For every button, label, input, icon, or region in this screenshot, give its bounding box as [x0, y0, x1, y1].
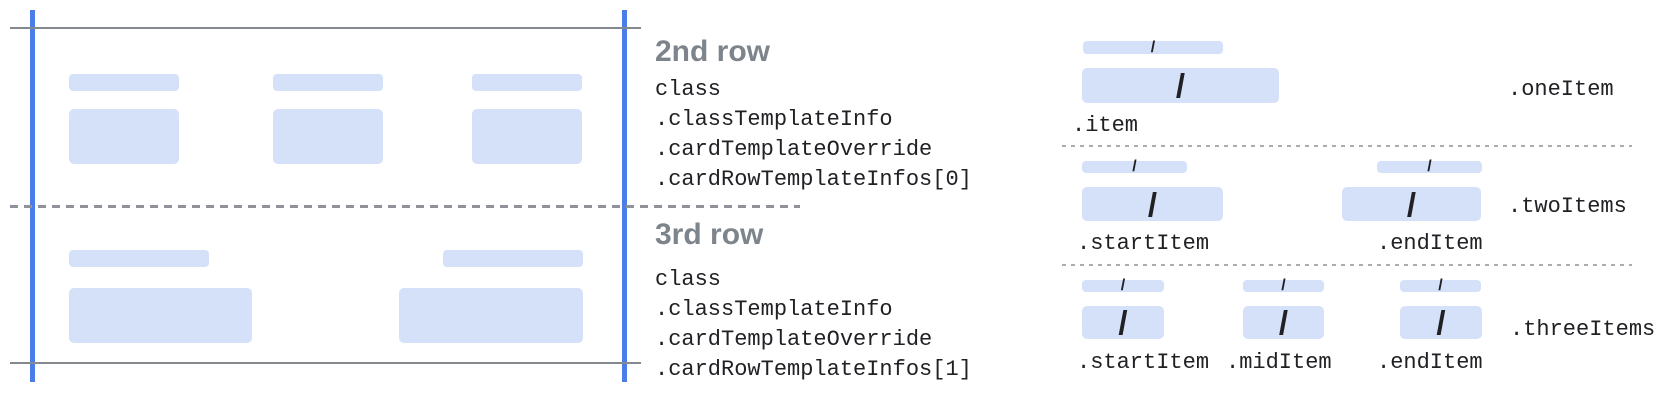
slash-placeholder: / [1150, 38, 1156, 56]
slash-placeholder: / [1436, 304, 1446, 341]
row-3-class-path: class .classTemplateInfo .cardTemplateOv… [655, 265, 972, 385]
start-item-field-label: .startItem [1077, 350, 1210, 375]
field-label-bar [443, 250, 583, 267]
code-line: .cardTemplateOverride [655, 327, 933, 352]
item-value-bar: / [1082, 306, 1164, 339]
code-line: .classTemplateInfo [655, 107, 893, 132]
item-label-bar: / [1377, 158, 1482, 175]
field-label-bar [69, 250, 209, 267]
field-label-bar [472, 74, 582, 91]
item-label-bar: / [1083, 38, 1223, 56]
item-label-bar: / [1400, 277, 1481, 294]
field-content-box [399, 288, 583, 343]
item-value-bar: / [1082, 187, 1223, 221]
end-item-field-label: .endItem [1377, 350, 1483, 375]
two-items-layout-label: .twoItems [1508, 194, 1627, 219]
slash-placeholder: / [1118, 304, 1128, 341]
code-line: .cardRowTemplateInfos[0] [655, 167, 972, 192]
slash-placeholder: / [1120, 277, 1126, 294]
item-label-bar: / [1082, 277, 1164, 294]
item-value-bar: / [1342, 187, 1481, 221]
field-content-box [273, 109, 383, 164]
row-2-heading: 2nd row [655, 35, 771, 68]
slash-placeholder: / [1147, 185, 1158, 223]
slash-placeholder: / [1175, 67, 1186, 104]
field-label-bar [273, 74, 383, 91]
three-items-layout-label: .threeItems [1510, 317, 1656, 342]
item-field-label: .item [1072, 113, 1139, 138]
code-line: .classTemplateInfo [655, 297, 893, 322]
code-line: class [655, 267, 722, 292]
item-value-bar: / [1400, 306, 1482, 339]
field-content-box [69, 109, 179, 164]
item-value-bar: / [1082, 68, 1279, 103]
right-guide-line [622, 10, 627, 382]
row-divider-dashed-line [10, 205, 800, 208]
slash-placeholder: / [1438, 277, 1443, 294]
code-line: .cardTemplateOverride [655, 137, 933, 162]
top-guide-line [10, 27, 641, 29]
row-2-class-path: class .classTemplateInfo .cardTemplateOv… [655, 75, 972, 195]
section-divider-dashed-line [1062, 264, 1632, 266]
section-divider-dashed-line [1062, 145, 1632, 147]
field-label-bar [69, 74, 179, 91]
item-label-bar: / [1243, 277, 1324, 294]
field-content-box [472, 109, 582, 164]
row-3-heading: 3rd row [655, 218, 764, 251]
slash-placeholder: / [1281, 277, 1286, 294]
slash-placeholder: / [1406, 185, 1417, 223]
item-value-bar: / [1243, 306, 1324, 339]
left-guide-line [30, 10, 35, 382]
slash-placeholder: / [1132, 158, 1137, 175]
item-label-bar: / [1082, 158, 1187, 175]
code-line: class [655, 77, 722, 102]
end-item-field-label: .endItem [1377, 231, 1483, 256]
start-item-field-label: .startItem [1077, 231, 1210, 256]
code-line: .cardRowTemplateInfos[1] [655, 357, 972, 382]
bottom-guide-line [10, 362, 641, 364]
slash-placeholder: / [1278, 304, 1289, 341]
mid-item-field-label: .midItem [1226, 350, 1332, 375]
field-content-box [69, 288, 252, 343]
one-item-layout-label: .oneItem [1508, 77, 1614, 102]
slash-placeholder: / [1427, 158, 1432, 175]
